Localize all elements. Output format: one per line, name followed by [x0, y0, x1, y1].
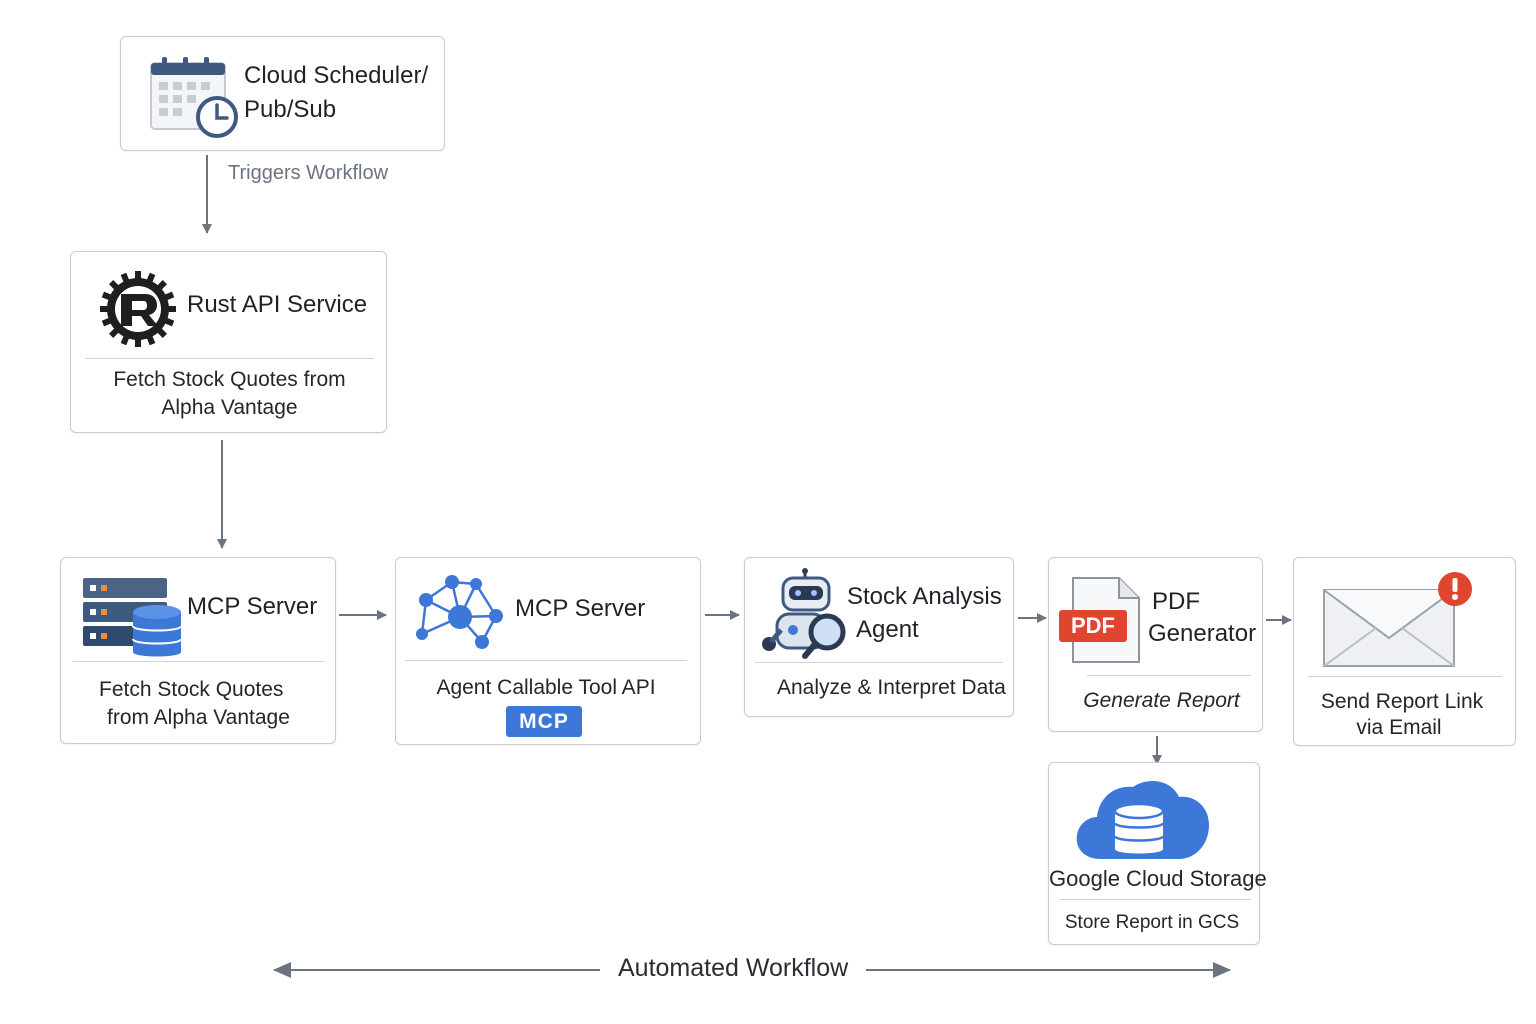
mcp1-desc-line1: Fetch Stock Quotes: [99, 678, 284, 701]
agent-title-line2: Agent: [856, 616, 919, 643]
mcp-server-data-node: MCP Server Fetch Stock Quotes from Alpha…: [60, 557, 336, 744]
pdf-badge-label: PDF: [1071, 613, 1115, 638]
divider: [1308, 676, 1502, 677]
divider: [73, 661, 325, 662]
network-nodes-icon: [416, 575, 503, 649]
analysis-agent-node: Stock Analysis Agent Analyze & Interpret…: [744, 557, 1014, 717]
pdf-title-line1: PDF: [1152, 588, 1200, 615]
mcp2-title: MCP Server: [515, 595, 646, 622]
rust-api-node: Rust API Service Fetch Stock Quotes from…: [70, 251, 387, 433]
trigger-label: Triggers Workflow: [228, 162, 389, 184]
email-desc-line1: Send Report Link: [1320, 690, 1484, 713]
agent-desc: Analyze & Interpret Data: [777, 676, 1006, 699]
mcp1-title: MCP Server: [187, 593, 318, 620]
email-node: Send Report Link via Email: [1293, 557, 1516, 746]
pdf-title-line2: Generator: [1148, 620, 1257, 647]
divider: [85, 358, 374, 359]
pdf-generator-node: PDF PDF Generator Generate Report: [1048, 557, 1263, 732]
mcp-server-tool-node: MCP Server Agent Callable Tool API MCP: [395, 557, 701, 745]
pdf-desc: Generate Report: [1083, 689, 1240, 712]
pdf-file-icon: [1059, 577, 1140, 663]
robot-magnifier-icon: [762, 568, 846, 659]
divider: [1087, 675, 1251, 676]
scheduler-title-line2: Pub/Sub: [244, 96, 337, 123]
rust-title: Rust API Service: [187, 291, 368, 318]
divider: [1059, 899, 1251, 900]
server-database-icon: [83, 578, 182, 657]
divider: [405, 660, 687, 661]
scheduler-title-line1: Cloud Scheduler/: [244, 62, 429, 89]
mcp1-desc-line2: from Alpha Vantage: [107, 706, 290, 729]
gcs-node: Google Cloud Storage Store Report in GCS: [1048, 762, 1267, 945]
mcp-badge: MCP: [506, 706, 582, 737]
divider: [755, 662, 1003, 663]
gcs-title: Google Cloud Storage: [1049, 866, 1267, 891]
cloud-database-icon: [1076, 781, 1209, 859]
mcp2-desc: Agent Callable Tool API: [436, 676, 656, 699]
rust-desc-line1: Fetch Stock Quotes from: [113, 368, 346, 391]
email-desc-line2: via Email: [1356, 716, 1442, 739]
rust-desc-line2: Alpha Vantage: [161, 396, 298, 419]
gcs-desc: Store Report in GCS: [1064, 912, 1240, 933]
scheduler-node: Cloud Scheduler/ Pub/Sub: [120, 36, 445, 151]
agent-title-line1: Stock Analysis: [847, 583, 1002, 610]
envelope-alert-icon: [1323, 572, 1472, 667]
automated-workflow-label: Automated Workflow: [618, 954, 849, 982]
calendar-clock-icon: [150, 57, 238, 138]
rust-logo: [100, 271, 176, 347]
